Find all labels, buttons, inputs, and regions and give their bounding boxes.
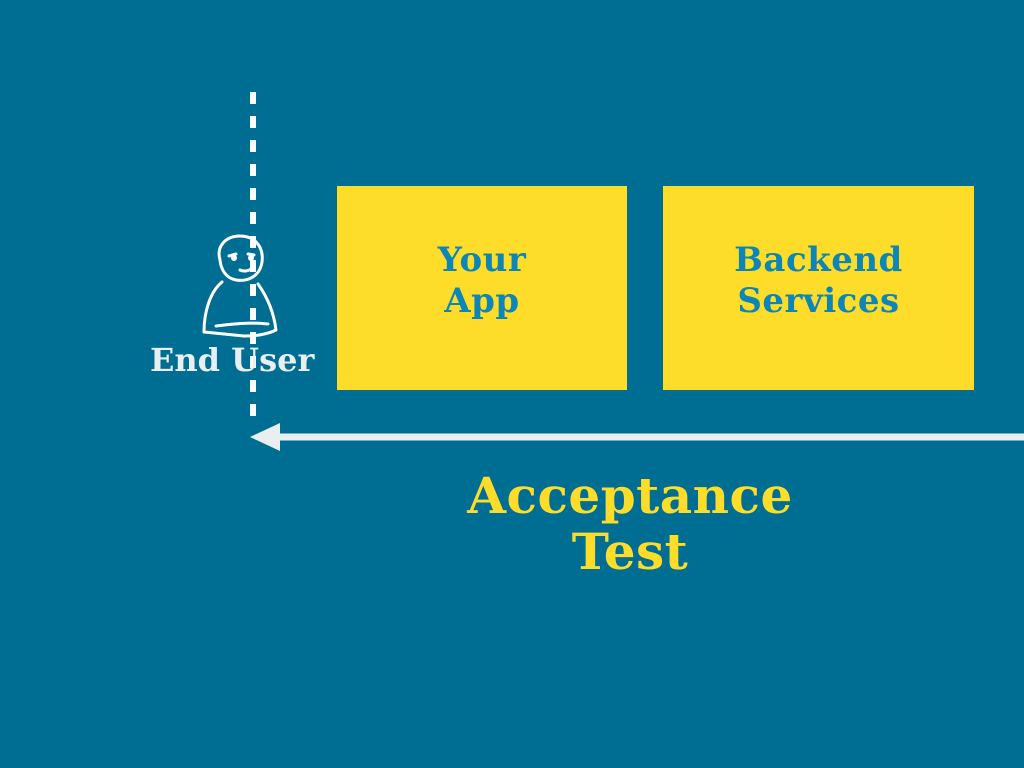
your-app-label-line1: Your	[437, 239, 527, 280]
acceptance-test-label-line2: Test	[571, 522, 689, 581]
acceptance-test-label: Acceptance Test	[430, 468, 830, 580]
backend-services-box: Backend Services	[663, 186, 974, 390]
backend-services-label-line1: Backend	[734, 239, 903, 280]
your-app-label-line2: App	[444, 280, 520, 321]
acceptance-test-label-line1: Acceptance	[467, 466, 793, 525]
acceptance-test-arrow	[250, 423, 1024, 451]
end-user-icon	[202, 234, 278, 338]
arrowhead-icon	[250, 423, 280, 451]
your-app-label: Your App	[438, 240, 527, 322]
backend-services-label: Backend Services	[734, 240, 903, 322]
backend-services-label-line2: Services	[737, 280, 900, 321]
end-user-label: End User	[150, 341, 315, 379]
your-app-box: Your App	[337, 186, 627, 390]
